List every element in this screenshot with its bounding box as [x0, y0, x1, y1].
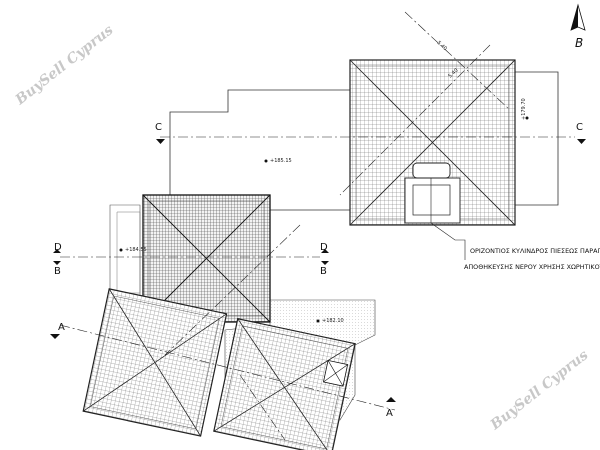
svg-text:B: B: [575, 36, 583, 50]
dimension-label-1: 5.40: [436, 40, 448, 52]
svg-text:+179.70: +179.70: [521, 98, 527, 120]
svg-text:ΑΠΟΘΗΚΕΥΣΗΣ ΝΕΡΟΥ ΧΡΗΣΗΣ ΧΩΡΗ: ΑΠΟΘΗΚΕΥΣΗΣ ΝΕΡΟΥ ΧΡΗΣΗΣ ΧΩΡΗΤΙΚΟΤΗΤΑΣ 2…: [464, 263, 600, 271]
north-arrow-icon: B: [570, 3, 586, 50]
section-marker-c-right: C: [576, 122, 586, 144]
level-marker-1: +185.15: [264, 158, 292, 164]
svg-text:D: D: [320, 242, 328, 253]
svg-text:D: D: [54, 242, 62, 253]
roof-lower-left: [82, 288, 228, 437]
svg-text:+182.10: +182.10: [322, 318, 344, 324]
roof-upper-right: [349, 59, 516, 226]
watermark-bottom-right: BuySell Cyprus: [487, 347, 592, 434]
dimension-label-2: 5.40: [447, 68, 459, 80]
svg-text:B: B: [54, 266, 61, 277]
svg-text:ΟΡΙΖΟΝΤΙΟΣ ΚΥΛΙΝΔΡΟΣ ΠΙΕΣΕΩΣ Π: ΟΡΙΖΟΝΤΙΟΣ ΚΥΛΙΝΔΡΟΣ ΠΙΕΣΕΩΣ ΠΑΡΑΓΩΓΗΣ: [470, 247, 600, 255]
svg-text:A: A: [58, 322, 65, 333]
level-marker-4: +182.10: [316, 318, 344, 324]
section-lines: [59, 11, 575, 441]
level-marker-3: +179.70: [521, 98, 529, 120]
svg-text:A: A: [386, 408, 393, 419]
water-tank-note: ΟΡΙΖΟΝΤΙΟΣ ΚΥΛΙΝΔΡΟΣ ΠΙΕΣΕΩΣ ΠΑΡΑΓΩΓΗΣ Α…: [430, 222, 600, 271]
svg-text:B: B: [320, 266, 327, 277]
section-marker-a-left: A: [50, 322, 65, 339]
svg-text:+184.55: +184.55: [125, 247, 147, 253]
svg-text:C: C: [576, 122, 583, 133]
roof-lower-right: [213, 318, 356, 450]
left-ledge-inner: [116, 211, 141, 294]
watermark-top-left: BuySell Cyprus: [12, 22, 117, 109]
svg-text:C: C: [155, 122, 162, 133]
svg-text:+185.15: +185.15: [270, 158, 292, 164]
level-marker-2: +184.55: [119, 247, 147, 253]
section-marker-a-right: A: [386, 397, 396, 419]
water-tank-icon: [404, 162, 461, 224]
section-marker-c-left: C: [155, 122, 165, 144]
section-marker-d-right: D B: [320, 242, 329, 277]
section-marker-d-left: D B: [53, 242, 62, 277]
